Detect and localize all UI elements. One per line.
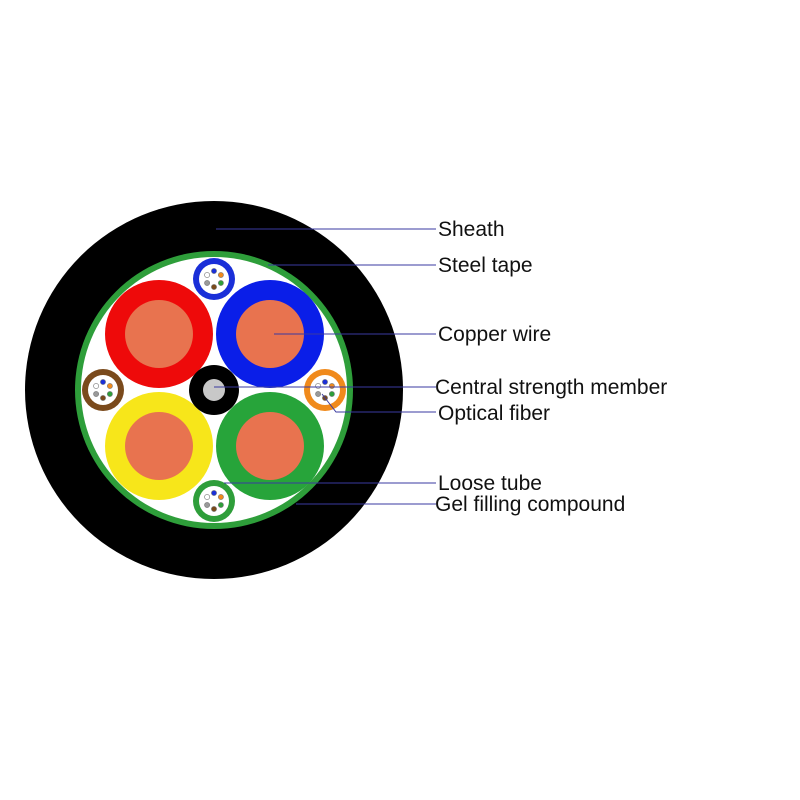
leader-optical-fiber <box>321 393 436 413</box>
optical-fiber <box>93 383 99 389</box>
copper-wire-red <box>105 280 213 388</box>
optical-fiber <box>322 379 328 385</box>
loose-tube-left <box>82 369 124 411</box>
optical-fiber <box>204 272 210 278</box>
label-copper-wire: Copper wire <box>438 323 551 346</box>
label-sheath: Sheath <box>438 218 505 241</box>
optical-fiber <box>217 280 224 286</box>
optical-fiber <box>328 391 335 397</box>
optical-fiber <box>100 395 106 401</box>
copper-wire-blue <box>216 280 324 388</box>
optical-fiber <box>107 391 113 397</box>
label-optical-fiber: Optical fiber <box>438 402 550 425</box>
label-steel-tape: Steel tape <box>438 254 533 277</box>
optical-fiber <box>204 494 210 500</box>
optical-fiber <box>100 379 106 385</box>
copper-wire-yellow <box>105 392 213 500</box>
loose-tube-right <box>304 369 346 411</box>
label-loose-tube: Loose tube <box>438 472 542 495</box>
optical-fiber <box>93 391 99 397</box>
optical-fiber <box>211 284 217 290</box>
cable-cross-section <box>25 201 403 579</box>
copper-wire-green <box>216 392 324 500</box>
optical-fiber <box>107 383 113 389</box>
optical-fiber <box>217 494 224 500</box>
optical-fiber <box>211 506 217 512</box>
loose-tube-bottom <box>193 480 235 522</box>
optical-fiber <box>328 383 335 389</box>
optical-fiber <box>211 268 217 274</box>
loose-tube-top <box>193 258 235 300</box>
label-gel-filling-compound: Gel filling compound <box>435 493 625 516</box>
optical-fiber <box>204 502 210 508</box>
central-strength-member <box>189 365 239 415</box>
labels: Sheath Steel tape Copper wire Central st… <box>435 218 667 516</box>
optical-fiber <box>217 502 224 508</box>
optical-fiber <box>204 280 210 286</box>
label-central-strength-member: Central strength member <box>435 376 667 399</box>
leader-lines <box>214 228 436 505</box>
optical-fiber <box>217 272 224 278</box>
optical-fiber <box>315 391 321 397</box>
optical-fiber <box>315 383 321 389</box>
loose-tubes <box>82 258 346 522</box>
optical-fiber <box>211 490 217 496</box>
